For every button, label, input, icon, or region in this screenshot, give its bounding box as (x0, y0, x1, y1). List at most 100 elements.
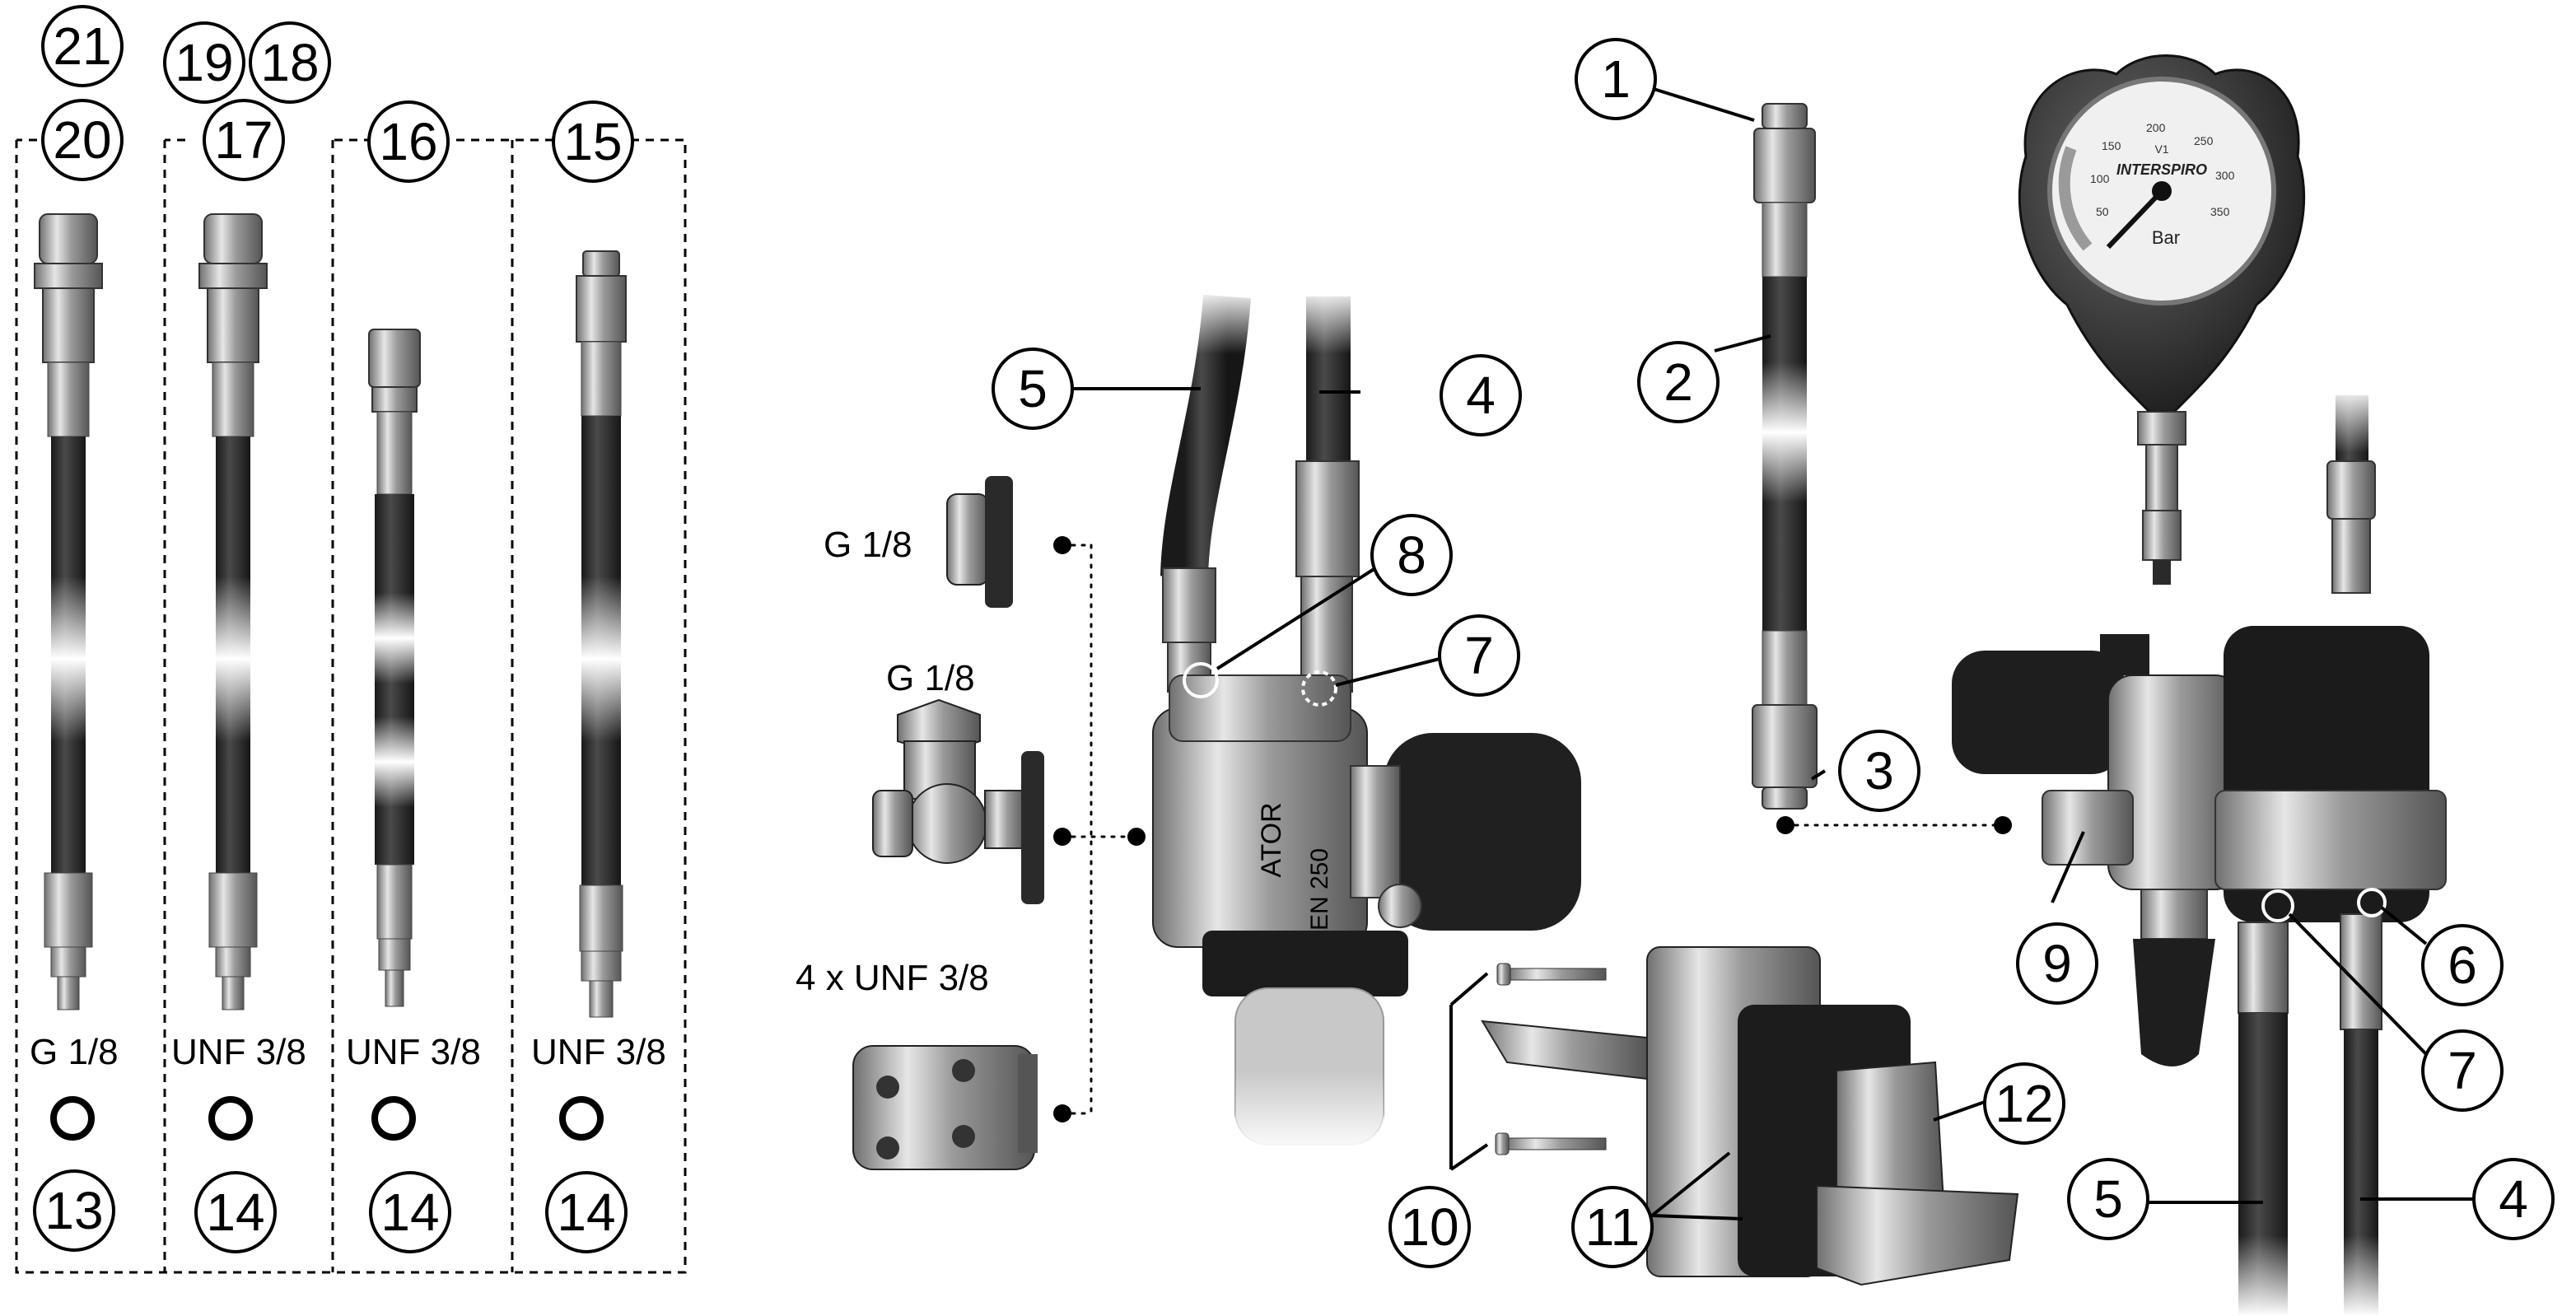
o-ring-14c (559, 1096, 604, 1141)
callout-4-center: 4 (1440, 354, 1522, 436)
svg-text:18: 18 (260, 33, 319, 92)
valve-block (1952, 387, 2447, 1066)
callout-21: 21 (41, 5, 124, 87)
o-ring-13 (50, 1096, 95, 1141)
callout-4-right: 4 (2472, 1158, 2555, 1240)
thread-label-hose-15: UNF 3/8 (531, 1032, 666, 1072)
hose-assembly-15 (576, 250, 627, 1018)
svg-text:6: 6 (2448, 936, 2477, 995)
gauge-scale-50: 50 (2096, 205, 2109, 218)
svg-text:12: 12 (1995, 1074, 2053, 1133)
o-ring-14a (208, 1096, 253, 1141)
callout-13: 13 (33, 1169, 115, 1252)
hose-2 (1752, 103, 1818, 810)
callout-5-center: 5 (992, 348, 1074, 430)
o-ring-8 (1183, 662, 1219, 698)
svg-text:7: 7 (1464, 626, 1494, 685)
port-label-bottom: 4 x UNF 3/8 (796, 958, 989, 998)
callout-12: 12 (1983, 1062, 2065, 1145)
hose-assembly-20 (34, 213, 103, 1010)
svg-text:7: 7 (2448, 1041, 2477, 1100)
svg-text:21: 21 (53, 16, 111, 76)
clip-12 (1816, 1061, 2019, 1286)
port-connection-lines (1053, 536, 1146, 1122)
o-ring-6 (2357, 888, 2387, 917)
svg-text:4: 4 (1466, 366, 1496, 425)
port-fitting-g18-middle (872, 698, 1044, 904)
callout-8: 8 (1370, 514, 1453, 596)
callout-18: 18 (249, 21, 331, 104)
svg-text:15: 15 (563, 112, 622, 171)
thread-label-hose-17: UNF 3/8 (171, 1032, 306, 1072)
svg-text:16: 16 (379, 112, 437, 171)
gauge-scale-100: 100 (2090, 172, 2110, 185)
gauge-scale-300: 300 (2215, 169, 2235, 182)
svg-text:5: 5 (1018, 359, 1048, 418)
svg-text:2: 2 (1664, 352, 1693, 412)
center-hose-4 (1295, 296, 1360, 693)
o-ring-7 (1301, 670, 1337, 707)
o-ring-14b (371, 1096, 416, 1141)
gauge-unit: Bar (2152, 227, 2180, 248)
svg-text:8: 8 (1397, 525, 1426, 585)
right-assembly: INTERSPIRO V1 Bar 50 100 150 200 250 300… (1388, 38, 2555, 1316)
callout-16: 16 (367, 100, 450, 183)
gauge-scale-150: 150 (2102, 139, 2121, 152)
svg-text:19: 19 (175, 33, 233, 92)
callout-14b: 14 (369, 1171, 451, 1253)
center-leaders (1072, 387, 1440, 687)
svg-text:14: 14 (206, 1183, 264, 1242)
gauge-brand: INTERSPIRO (2116, 161, 2207, 178)
svg-text:17: 17 (214, 110, 273, 170)
callout-14c: 14 (545, 1171, 628, 1253)
port-fitting-unf-manifold (852, 1045, 1038, 1170)
hose-assembly-16 (368, 329, 421, 1007)
callout-1: 1 (1575, 38, 1657, 120)
hose-assembly-17 (198, 213, 268, 1010)
gauge-scale-250: 250 (2194, 134, 2214, 147)
callout-7-center: 7 (1438, 614, 1520, 697)
port-label-top: G 1/8 (824, 525, 912, 565)
pressure-gauge: INTERSPIRO V1 Bar 50 100 150 200 250 300… (2018, 54, 2306, 585)
connection-line-3-9 (1776, 816, 2012, 834)
svg-text:13: 13 (44, 1181, 103, 1240)
thread-label-hose-20: G 1/8 (30, 1032, 119, 1072)
callout-14a: 14 (194, 1171, 277, 1253)
body-print-ator: ATOR (1256, 802, 1287, 877)
svg-text:20: 20 (53, 110, 111, 170)
center-regulator-assembly: G 1/8 G 1/8 4 x UNF 3/8 (796, 288, 1581, 1170)
gauge-scale-350: 350 (2210, 205, 2230, 218)
o-ring-7-right (2261, 889, 2294, 922)
callout-10: 10 (1388, 1186, 1471, 1268)
svg-text:3: 3 (1864, 741, 1894, 800)
port-fitting-g18-top (946, 476, 1013, 608)
gauge-scale-200: 200 (2146, 121, 2166, 134)
svg-text:14: 14 (557, 1183, 615, 1242)
center-hose-5 (1160, 294, 1251, 693)
port-label-middle: G 1/8 (886, 658, 975, 698)
svg-text:9: 9 (2042, 934, 2072, 993)
callout-20: 20 (41, 99, 124, 181)
svg-text:5: 5 (2093, 1169, 2123, 1229)
callout-11: 11 (1571, 1186, 1654, 1268)
regulator-body: ATOR EN 250 (1152, 674, 1581, 1153)
svg-text:11: 11 (1585, 1197, 1640, 1257)
thread-label-hose-16: UNF 3/8 (346, 1032, 481, 1072)
gauge-model: V1 (2154, 142, 2168, 156)
callout-15: 15 (552, 100, 634, 183)
body-print-en: EN 250 (1306, 848, 1333, 931)
callout-7-right: 7 (2421, 1029, 2504, 1112)
callout-17: 17 (203, 99, 285, 181)
screws-10 (1495, 963, 1607, 1155)
callout-3: 3 (1838, 730, 1920, 812)
callout-2: 2 (1637, 341, 1720, 423)
right-leaders (1449, 87, 2479, 1220)
svg-text:14: 14 (380, 1183, 439, 1242)
svg-text:4: 4 (2499, 1169, 2528, 1229)
callout-9: 9 (2016, 922, 2098, 1005)
callout-5-right: 5 (2067, 1158, 2149, 1240)
callout-19: 19 (163, 21, 245, 104)
svg-text:1: 1 (1601, 49, 1631, 109)
svg-text:10: 10 (1400, 1197, 1458, 1257)
